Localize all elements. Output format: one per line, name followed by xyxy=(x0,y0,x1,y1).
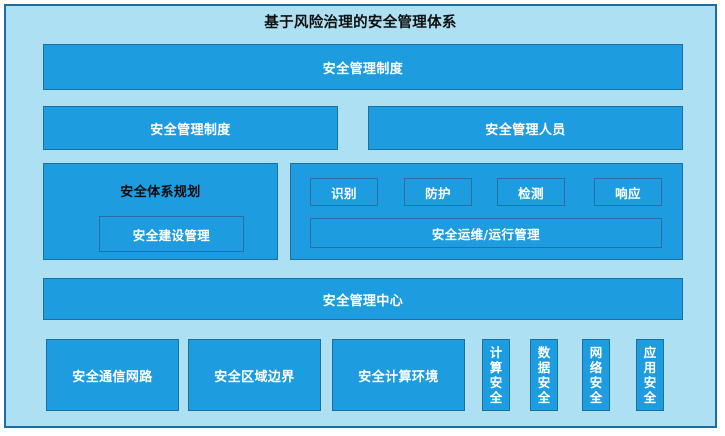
pillar-char: 安 xyxy=(643,375,657,390)
block-security-management-policy-top[interactable]: 安全管理制度 xyxy=(43,44,683,90)
pillar-char: 络 xyxy=(589,360,603,375)
block-security-operations-maintenance[interactable]: 安全运维/运行管理 xyxy=(310,218,662,248)
pillar-data-security[interactable]: 数 据 安 全 xyxy=(530,339,558,411)
block-ops-detect[interactable]: 检测 xyxy=(497,178,565,206)
pillar-network-security[interactable]: 网 络 安 全 xyxy=(582,339,610,411)
diagram-panel: 基于风险治理的安全管理体系 安全管理制度 安全管理制度 安全管理人员 安全体系规… xyxy=(4,4,717,428)
pillar-char: 计 xyxy=(489,345,503,360)
group-security-system-planning[interactable]: 安全体系规划 安全建设管理 xyxy=(43,163,278,260)
pillar-char: 据 xyxy=(537,360,551,375)
block-security-construction-management[interactable]: 安全建设管理 xyxy=(99,216,244,252)
pillar-char: 安 xyxy=(489,375,503,390)
pillar-char: 全 xyxy=(489,390,503,405)
pillar-char: 应 xyxy=(643,345,657,360)
pillar-char: 安 xyxy=(537,375,551,390)
group-security-operations[interactable]: 识别 防护 检测 响应 安全运维/运行管理 xyxy=(290,163,683,260)
pillar-char: 全 xyxy=(643,390,657,405)
pillar-char: 算 xyxy=(489,360,503,375)
pillar-char: 网 xyxy=(589,345,603,360)
pillar-computing-security[interactable]: 计 算 安 全 xyxy=(482,339,510,411)
block-security-management-center[interactable]: 安全管理中心 xyxy=(43,278,683,320)
block-security-management-policy[interactable]: 安全管理制度 xyxy=(43,106,338,150)
block-ops-identify[interactable]: 识别 xyxy=(310,178,378,206)
block-ops-protect[interactable]: 防护 xyxy=(404,178,472,206)
block-security-management-personnel[interactable]: 安全管理人员 xyxy=(368,106,683,150)
group-security-system-planning-label: 安全体系规划 xyxy=(120,185,201,200)
block-ops-respond[interactable]: 响应 xyxy=(594,178,662,206)
pillar-char: 全 xyxy=(589,390,603,405)
block-secure-computing-environment[interactable]: 安全计算环境 xyxy=(332,339,465,411)
pillar-char: 数 xyxy=(537,345,551,360)
block-secure-communication-network[interactable]: 安全通信网路 xyxy=(46,339,179,411)
pillar-char: 用 xyxy=(643,360,657,375)
page-title: 基于风险治理的安全管理体系 xyxy=(264,15,457,31)
pillar-char: 全 xyxy=(537,390,551,405)
pillar-application-security[interactable]: 应 用 安 全 xyxy=(636,339,664,411)
block-secure-area-boundary[interactable]: 安全区域边界 xyxy=(188,339,321,411)
pillar-char: 安 xyxy=(589,375,603,390)
